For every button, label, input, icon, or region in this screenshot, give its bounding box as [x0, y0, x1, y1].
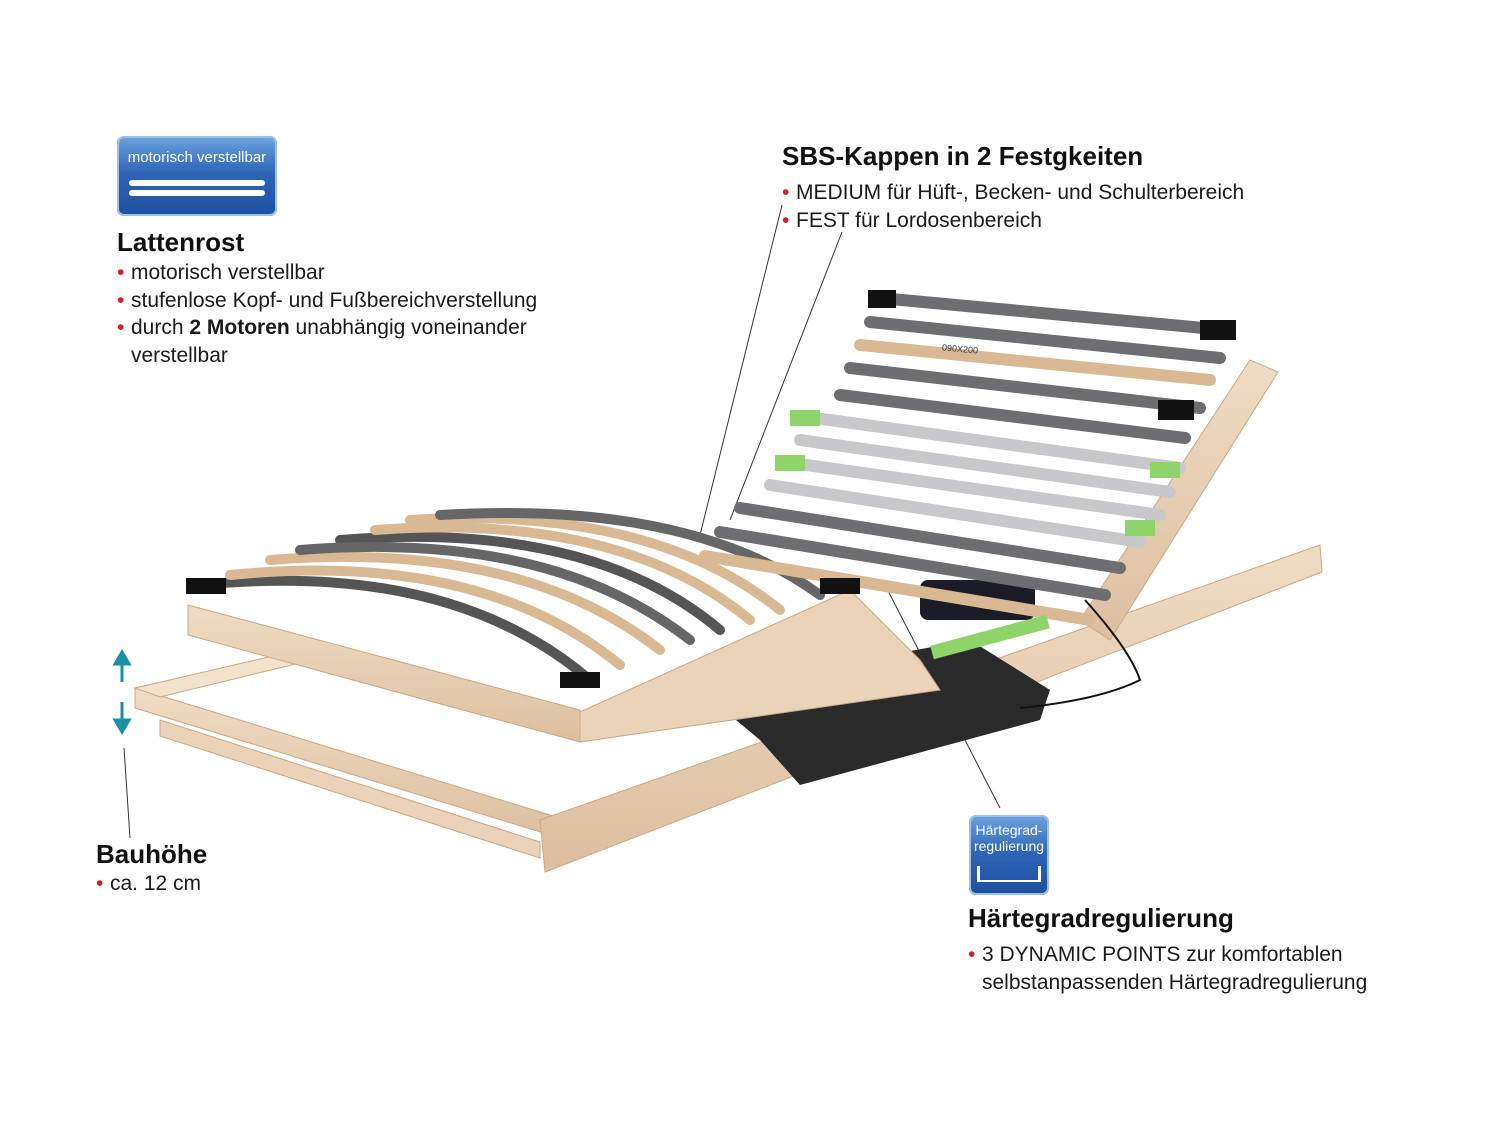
sbs-bullet: •FEST für Lordosenbereich — [782, 208, 1042, 232]
haertegrad-section: Härtegradregulierung •3 DYNAMIC POINTS z… — [968, 903, 1367, 996]
slat-caps — [775, 410, 1180, 660]
lattenrost-bullet: •motorisch verstellbar — [117, 261, 325, 284]
adjustable-bed-icon-base — [129, 190, 265, 196]
haertegrad-title: Härtegradregulierung — [968, 903, 1234, 933]
bauhoehe-bullet: •ca. 12 cm — [96, 872, 202, 895]
lattenrost-bullet: •durch 2 Motoren unabhängig voneinander — [117, 316, 527, 339]
lattenrost-bullet: •stufenlose Kopf- und Fußbereichverstell… — [117, 288, 538, 312]
haertegrad-badge: Härtegrad- regulierung — [969, 815, 1049, 895]
badge-line1: Härtegrad- — [975, 822, 1043, 838]
bauhoehe-title: Bauhöhe — [96, 839, 208, 869]
badge-label: motorisch verstellbar — [127, 149, 267, 166]
black-caps — [186, 290, 1236, 688]
badge-line2: regulierung — [973, 838, 1045, 854]
height-arrows — [112, 649, 132, 735]
bauhoehe-section: Bauhöhe •ca. 12 cm — [96, 839, 207, 898]
sbs-bullet: •MEDIUM für Hüft-, Becken- und Schulterb… — [782, 181, 1245, 204]
motorisch-verstellbar-badge: motorisch verstellbar — [117, 136, 277, 216]
haertegrad-bullet: •3 DYNAMIC POINTS zur komfortablen — [968, 943, 1343, 966]
leg-slats — [195, 507, 825, 685]
cable — [1019, 599, 1142, 709]
lattenrost-section: Lattenrost •motorisch verstellbar •stufe… — [117, 227, 537, 369]
lattenrost-bullet-cont: verstellbar — [131, 343, 228, 367]
dynamic-points-icon — [977, 866, 1041, 882]
adjustable-bed-icon — [129, 180, 265, 186]
sbs-title: SBS-Kappen in 2 Festgkeiten — [782, 141, 1144, 171]
sbs-section: SBS-Kappen in 2 Festgkeiten •MEDIUM für … — [782, 141, 1244, 234]
haertegrad-bullet-cont: selbstanpassenden Härtegradregulierung — [982, 970, 1368, 994]
lattenrost-title: Lattenrost — [117, 227, 245, 257]
head-slats — [699, 292, 1231, 626]
